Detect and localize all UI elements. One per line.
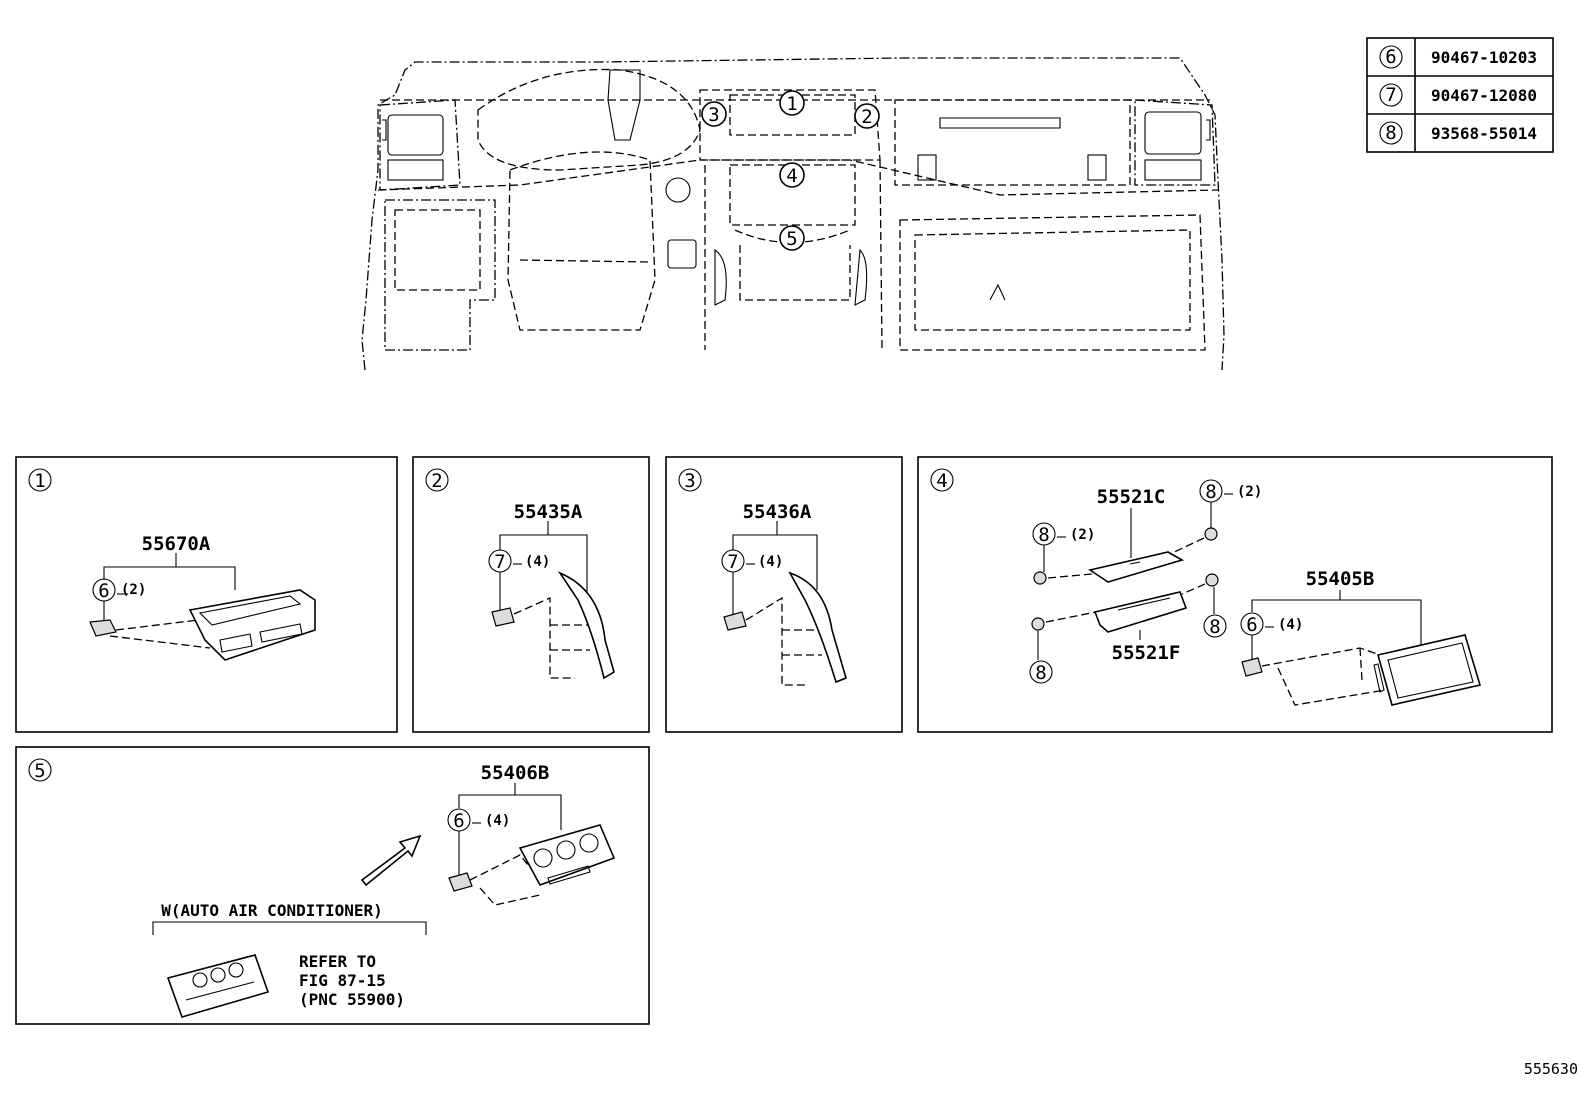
- fastener-qty: (2): [1070, 527, 1095, 543]
- pnc-label: 55521F: [1112, 642, 1181, 664]
- fastener-ref: 6: [453, 810, 464, 832]
- ref-circle-label: 8: [1385, 122, 1396, 144]
- fastener-ref: 6: [1246, 614, 1257, 636]
- refer-line: REFER TO: [299, 952, 376, 971]
- callout-3: 3: [701, 101, 727, 127]
- svg-text:5: 5: [786, 228, 797, 250]
- refer-line: (PNC 55900): [299, 990, 405, 1009]
- fastener-ref: 7: [494, 551, 505, 573]
- fastener-qty: (4): [758, 554, 783, 570]
- detail-panel-1: 1 55670A 6 (2): [15, 456, 398, 733]
- fastener-qty: (4): [1278, 617, 1303, 633]
- callout-2: 2: [854, 103, 880, 129]
- ref-circle-label: 7: [1385, 84, 1396, 106]
- figure-id: 555630: [1524, 1060, 1578, 1078]
- refer-line: FIG 87-15: [299, 971, 386, 990]
- panel-ref: 1: [34, 470, 45, 492]
- fastener-ref: 8: [1205, 481, 1216, 503]
- callout-5: 5: [779, 225, 805, 251]
- parts-table-row: 7 90467-12080: [1379, 83, 1537, 107]
- callout-1: 1: [779, 90, 805, 116]
- dashboard-overview-drawing: [361, 57, 1225, 371]
- fastener-qty: (2): [1237, 484, 1262, 500]
- ref-circle-label: 6: [1385, 46, 1396, 68]
- overview-callouts: 1 2 3 4 5: [701, 90, 880, 251]
- fastener-ref: 8: [1038, 524, 1049, 546]
- svg-text:1: 1: [786, 93, 797, 115]
- callout-4: 4: [779, 162, 805, 188]
- fastener-qty: (2): [121, 582, 146, 598]
- panel-ref: 2: [431, 470, 442, 492]
- part-number: 93568-55014: [1431, 124, 1537, 143]
- svg-text:4: 4: [786, 165, 797, 187]
- pnc-label: 55521C: [1097, 486, 1166, 508]
- detail-panel-2: 2 55435A 7 (4): [412, 456, 650, 733]
- part-number: 90467-10203: [1431, 48, 1537, 67]
- pnc-label: 55435A: [514, 501, 583, 523]
- pnc-label: 55405B: [1306, 568, 1375, 590]
- condition-label: W(AUTO AIR CONDITIONER): [161, 901, 383, 920]
- parts-table-row: 8 93568-55014: [1379, 121, 1537, 145]
- svg-text:3: 3: [708, 104, 719, 126]
- part-number: 90467-12080: [1431, 86, 1537, 105]
- fastener-ref: 8: [1035, 662, 1046, 684]
- pnc-label: 55670A: [142, 533, 211, 555]
- pnc-label: 55406B: [481, 762, 550, 784]
- svg-text:2: 2: [861, 106, 872, 128]
- detail-panel-4: 4 55521C 8 (2) 8 (2) 55521F 8: [917, 456, 1553, 733]
- panel-ref: 3: [684, 470, 695, 492]
- pnc-label: 55436A: [743, 501, 812, 523]
- detail-panel-3: 3 55436A 7 (4): [665, 456, 903, 733]
- parts-table: 6 90467-10203 7 90467-12080 8 93568-5501…: [1366, 37, 1554, 153]
- fastener-ref: 7: [727, 551, 738, 573]
- fastener-qty: (4): [525, 554, 550, 570]
- fastener-qty: (4): [485, 813, 510, 829]
- detail-panel-5: 5 55406B 6 (4) W(AUTO AIR CONDITIONER) R…: [15, 746, 650, 1025]
- panel-ref: 4: [936, 470, 947, 492]
- fastener-ref: 8: [1209, 616, 1220, 638]
- panel-ref: 5: [34, 760, 45, 782]
- fastener-ref: 6: [98, 580, 109, 602]
- parts-table-row: 6 90467-10203: [1379, 45, 1537, 69]
